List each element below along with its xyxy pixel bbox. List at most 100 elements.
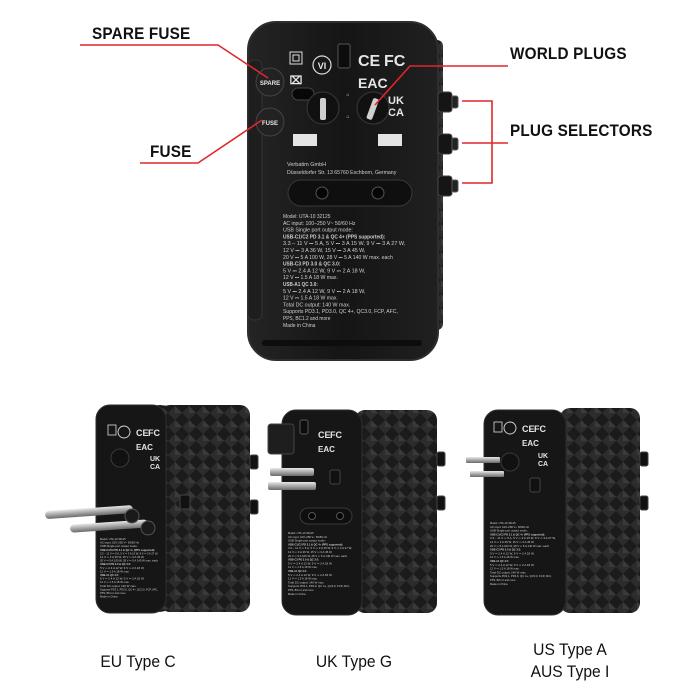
selector-button-2 — [437, 133, 453, 155]
callout-line-fuse — [140, 119, 263, 164]
eac-mark: EAC — [358, 75, 388, 91]
eu-ca-mark: CA — [150, 464, 160, 471]
spec-line: 12 V ⎓ 1.5 A 18 W max. — [490, 567, 520, 571]
spec-line: AC input: 100–250 V~ 50/60 Hz — [490, 525, 530, 529]
us-uk-mark: UK — [538, 453, 548, 460]
spec-line: 5 V ⎓ 2.4 A 12 W, 9 V ⎓ 2 A 18 W, — [490, 551, 535, 555]
pin-slot-left — [291, 87, 315, 101]
spec-line: Total DC output: 140 W max. — [490, 570, 527, 574]
spec-line: 3.3 – 11 V ⎓ 5 A, 5 V ⎓ 3 A 15 W, 9 V ⎓ … — [288, 546, 352, 550]
spec-line: 12 V ⎓ 1.5 A 18 W max. — [288, 565, 318, 569]
spec-line: USB-C3 PD 3.0 & QC 3.0: — [283, 262, 341, 268]
caption-eu-type-c: EU Type C — [100, 652, 176, 671]
spec-line: Supports PD3.1, PD3.0, QC 4+, QC3.0, FCP… — [100, 587, 158, 591]
spare-fuse-text: SPARE — [260, 81, 280, 87]
spec-line: 20 V ⎓ 5 A 100 W, 28 V ⎓ 5 A 140 W max. … — [283, 255, 393, 261]
spec-line: USB Single port output mode: — [490, 529, 528, 533]
spec-line: AC input: 100–250 V~ 50/60 Hz — [100, 541, 140, 545]
spec-line: USB-C3 PD 3.0 & QC 3.0: — [100, 562, 131, 566]
spec-line: PPS, BC1.2 and more — [283, 316, 331, 322]
svg-text:⌂: ⌂ — [346, 114, 349, 120]
maker-address: Düsseldorfer Str. 13 65760 Eschborn, Ger… — [287, 170, 397, 176]
spec-line: Made in China — [490, 582, 508, 586]
caption-aus-type-i: AUS Type I — [530, 662, 610, 681]
callout-world-plugs: WORLD PLUGS — [510, 44, 627, 63]
spec-line: USB-C1/C2 PD 3.1 & QC 4+ (PPS supported)… — [490, 532, 545, 536]
spec-line: 3.3 – 11 V ⎓ 5 A, 5 V ⎓ 3 A 15 W, 9 V ⎓ … — [283, 241, 405, 247]
adapter-bottom-edge — [262, 340, 422, 346]
spec-line: PPS, BC1.2 and more — [288, 588, 314, 592]
spec-line: Model: UTA-10 32125 — [100, 537, 126, 541]
ce-mark: CE — [358, 53, 381, 70]
fuse-cap-text: FUSE — [262, 121, 278, 127]
spec-line: 12 V ⎓ 3 A 36 W, 15 V ⎓ 3 A 45 W, — [490, 540, 535, 544]
slot-pad-left — [293, 134, 317, 146]
eu-outlet-recess — [287, 179, 413, 207]
spec-line: USB Single port output mode: — [288, 539, 326, 543]
adapter-left-bumper — [247, 59, 263, 321]
us-adapter-side — [560, 408, 640, 613]
spec-line: 12 V ⎓ 1.5 A 18 W max. — [283, 296, 338, 302]
spec-line: USB-A1 QC 3.0: — [283, 282, 318, 288]
spec-line: Total DC output: 140 W max. — [288, 580, 325, 584]
uk-pin-1 — [270, 468, 314, 476]
spec-line: PPS, BC1.2 and more — [100, 591, 126, 595]
spec-line: Model: UTA-10 32125 — [288, 531, 314, 535]
spec-line: USB-A1 QC 3.0: — [100, 573, 119, 577]
spec-line: Model: UTA-10 32125 — [490, 521, 516, 525]
uk-adapter-side — [355, 410, 437, 613]
eu-ce-mark: CE — [136, 428, 149, 438]
spec-line: 12 V ⎓ 3 A 36 W, 15 V ⎓ 3 A 45 W, — [283, 248, 365, 254]
spec-line: Supports PD3.1, PD3.0, QC 4+, QC3.0, FCP… — [288, 584, 350, 588]
spec-line: Made in China — [283, 323, 316, 329]
callout-plug-selectors: PLUG SELECTORS — [510, 121, 653, 140]
spec-line: USB Single port output mode: — [283, 228, 353, 234]
double-insulation-icon — [289, 51, 303, 65]
spec-line: 12 V ⎓ 1.5 A 18 W max. — [100, 569, 130, 573]
spec-line: USB-A1 QC 3.0: — [490, 559, 509, 563]
spec-line: 5 V ⎓ 2.4 A 12 W, 9 V ⎓ 2 A 18 W, — [288, 561, 333, 565]
spec-line: 3.3 – 11 V ⎓ 5 A, 5 V ⎓ 3 A 15 W, 9 V ⎓ … — [100, 551, 158, 555]
spec-line: PPS, BC1.2 and more — [490, 578, 516, 582]
caption-us-type-a: US Type A — [533, 640, 607, 659]
eu-uk-mark: UK — [150, 456, 160, 463]
us-fc-mark: FC — [534, 424, 546, 434]
spec-line: Made in China — [288, 592, 306, 596]
uk-ce-mark: CE — [318, 430, 331, 440]
spec-line: 20 V ⎓ 5 A 100 W, 28 V ⎓ 5 A 140 W max. … — [288, 554, 348, 558]
efficiency-badge-icon — [312, 55, 332, 75]
plug-selector-buttons — [437, 91, 459, 197]
weee-bin-icon: ⌧ — [290, 75, 303, 87]
spec-line: Total DC output: 140 W max. — [100, 584, 137, 588]
callout-line-plug-selectors — [462, 100, 508, 184]
us-pin-upper — [466, 457, 500, 463]
eu-outlet-hole-left — [315, 186, 329, 200]
svg-text:⌂: ⌂ — [346, 92, 349, 98]
spec-line: USB-C3 PD 3.0 & QC 3.0: — [288, 558, 319, 562]
spec-line: 12 V ⎓ 3 A 36 W, 15 V ⎓ 3 A 45 W, — [100, 555, 145, 559]
spec-line: USB Single port output mode: — [100, 544, 138, 548]
uk-plug-head — [267, 423, 295, 455]
fuse-cap — [255, 107, 285, 137]
ukca-mark-bottom: CA — [388, 107, 404, 119]
spec-line: USB-C3 PD 3.0 & QC 3.0: — [490, 548, 521, 552]
callout-fuse: FUSE — [150, 142, 192, 161]
spec-line: 5 V ⎓ 2.4 A 12 W, 9 V ⎓ 2 A 18 W, — [100, 577, 145, 581]
spec-line: Made in China — [100, 595, 118, 599]
spec-line: 20 V ⎓ 5 A 100 W, 28 V ⎓ 5 A 140 W max. … — [100, 559, 158, 563]
caption-uk-type-g: UK Type G — [315, 652, 393, 671]
callout-line-world-plugs — [374, 65, 508, 106]
svg-text:VI: VI — [318, 61, 327, 71]
spec-line: USB-C1/C2 PD 3.1 & QC 4+ (PPS supported)… — [283, 234, 386, 240]
spec-line: 12 V ⎓ 1.5 A 18 W max. — [490, 555, 520, 559]
callout-lines — [80, 44, 508, 184]
spec-line: 20 V ⎓ 5 A 100 W, 28 V ⎓ 5 A 140 W max. … — [490, 544, 550, 548]
spec-line: AC input: 100–250 V~ 50/60 Hz — [283, 221, 356, 227]
eu-pin-upper — [45, 505, 133, 519]
slot-pad-right — [378, 134, 402, 146]
spec-line: USB-C1/C2 PD 3.1 & QC 4+ (PPS supported)… — [288, 542, 343, 546]
